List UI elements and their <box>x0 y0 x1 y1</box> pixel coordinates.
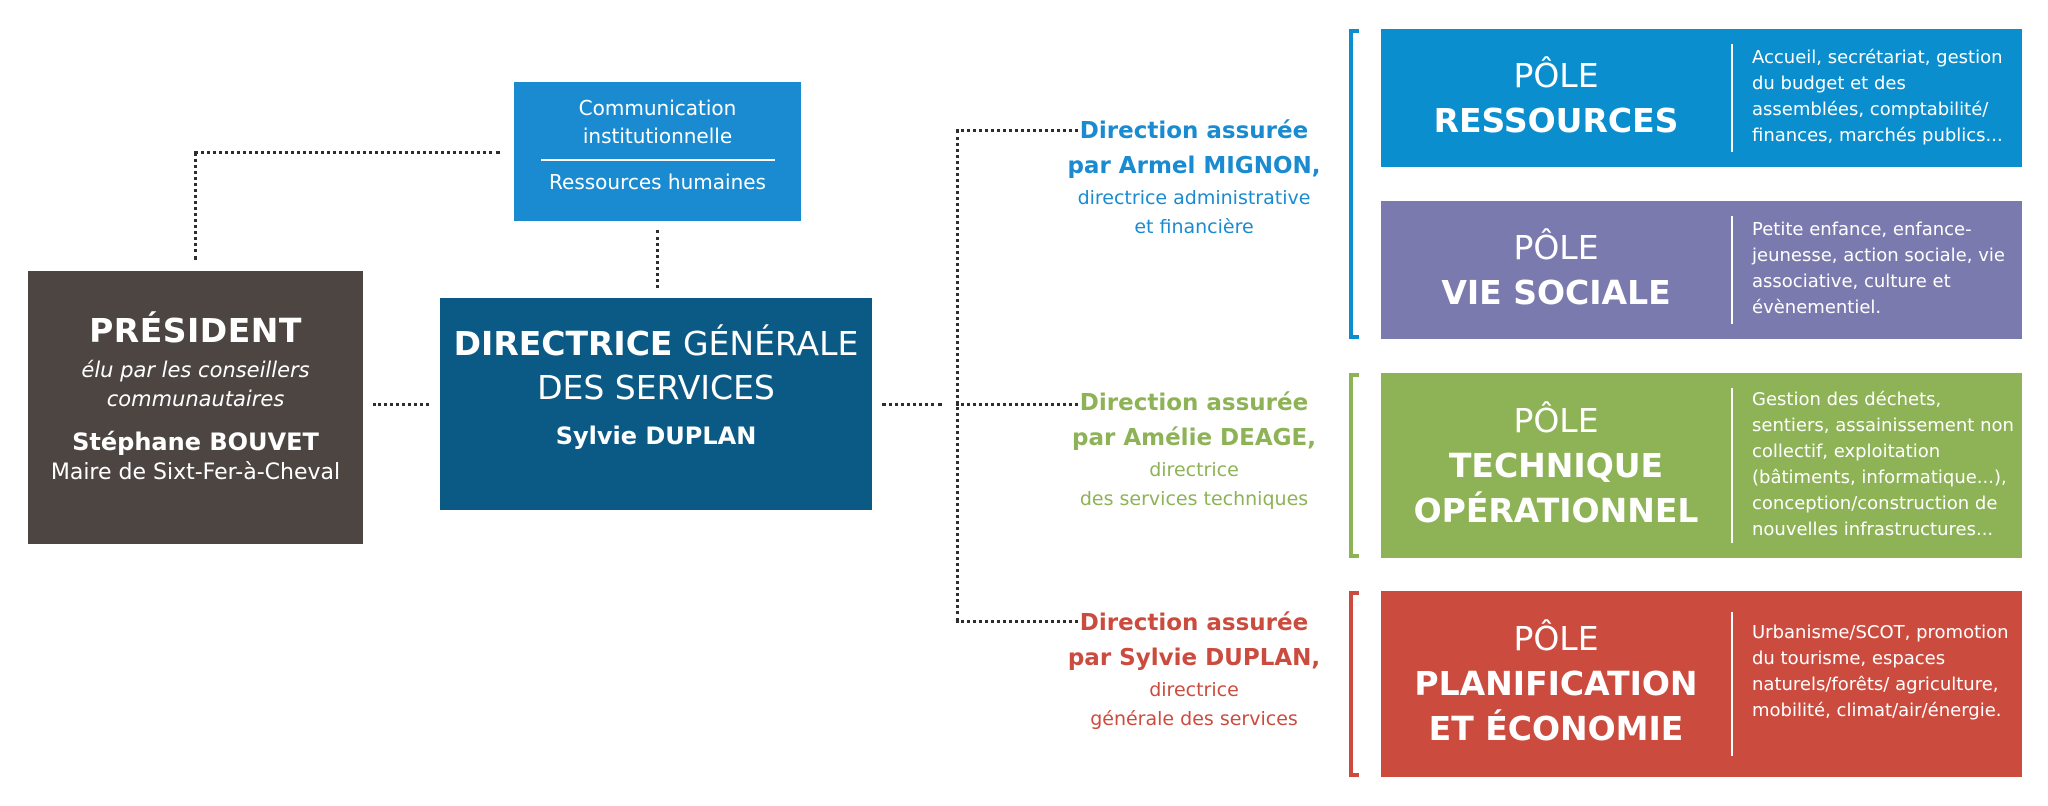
pole-name-2: OPÉRATIONNEL <box>1413 490 1699 530</box>
president-name: Stéphane BOUVET <box>72 428 319 456</box>
pole-name: PLANIFICATION <box>1414 664 1698 703</box>
pole-divider <box>1731 216 1733 324</box>
direction-technique: Direction assurée par Amélie DEAGE, dire… <box>1064 386 1324 514</box>
direction-heading: Direction assurée <box>1079 390 1309 416</box>
direction-role: directrice <box>1149 679 1239 701</box>
pole-keyword: PÔLE <box>1513 55 1599 95</box>
president-role: Maire de Sixt-Fer-à-Cheval <box>50 460 341 485</box>
pole-name-2: ET ÉCONOMIE <box>1428 709 1684 748</box>
connector-dgs-directions <box>882 403 942 406</box>
dgs-title-rest: GÉNÉRALE <box>672 324 859 363</box>
direction-person: par Armel MIGNON, <box>1067 153 1321 179</box>
pole-description: Gestion des déchets, sentiers, assainiss… <box>1752 389 2014 540</box>
connector-president-communication <box>194 151 500 154</box>
dgs-title-line2: DES SERVICES <box>537 368 775 407</box>
direction-role: directrice administrative <box>1077 187 1311 209</box>
dgs-box: DIRECTRICE GÉNÉRALE DES SERVICES Sylvie … <box>440 298 872 510</box>
pole-keyword: PÔLE <box>1513 619 1599 658</box>
dgs-title-bold: DIRECTRICE <box>453 324 673 363</box>
connector-president-dgs <box>373 403 429 406</box>
bracket-technique <box>1349 373 1359 558</box>
dgs-name: Sylvie DUPLAN <box>555 422 757 450</box>
president-title: PRÉSIDENT <box>89 311 302 350</box>
direction-heading: Direction assurée <box>1079 118 1309 144</box>
direction-planification: Direction assurée par Sylvie DUPLAN, dir… <box>1064 606 1324 734</box>
connector-direction-planification <box>956 620 1078 623</box>
pole-name: TECHNIQUE <box>1448 445 1664 485</box>
pole-vie-sociale: PÔLE VIE SOCIALE Petite enfance, enfance… <box>1381 201 2022 339</box>
connector-directions-vertical <box>956 130 959 621</box>
connector-communication-dgs <box>656 230 659 288</box>
bracket-ressources-vie-sociale <box>1349 29 1359 339</box>
pole-divider <box>1731 612 1733 756</box>
pole-name: VIE SOCIALE <box>1441 272 1671 312</box>
pole-keyword: PÔLE <box>1513 400 1599 440</box>
pole-divider <box>1731 44 1733 152</box>
president-box: PRÉSIDENT élu par les conseillers commun… <box>28 271 363 544</box>
direction-role-2: des services techniques <box>1079 488 1309 510</box>
pole-description: Petite enfance, enfance-jeunesse, action… <box>1752 219 2005 318</box>
pole-divider <box>1731 388 1733 543</box>
direction-role-2: et financière <box>1134 216 1254 238</box>
communication-divider <box>540 159 775 161</box>
human-resources-label: Ressources humaines <box>549 170 766 194</box>
direction-role: directrice <box>1149 459 1239 481</box>
pole-keyword: PÔLE <box>1513 227 1599 267</box>
connector-president-vertical <box>194 152 197 260</box>
connector-direction-technique <box>956 403 1078 406</box>
communication-box: Communication institutionnelle Ressource… <box>514 82 801 221</box>
bracket-planification <box>1349 591 1359 777</box>
pole-description: Urbanisme/SCOT, promotion du tourisme, e… <box>1752 622 2009 721</box>
dgs-title: DIRECTRICE GÉNÉRALE <box>440 322 872 366</box>
direction-person: par Sylvie DUPLAN, <box>1067 645 1321 671</box>
communication-label: Communication institutionnelle <box>578 96 737 148</box>
direction-role-2: générale des services <box>1090 708 1298 730</box>
direction-ressources: Direction assurée par Armel MIGNON, dire… <box>1064 114 1324 242</box>
connector-direction-ressources <box>956 129 1078 132</box>
pole-technique: PÔLE TECHNIQUE OPÉRATIONNEL Gestion des … <box>1381 373 2022 558</box>
pole-ressources: PÔLE RESSOURCES Accueil, secrétariat, ge… <box>1381 29 2022 167</box>
direction-heading: Direction assurée <box>1079 610 1309 636</box>
pole-description: Accueil, secrétariat, gestion du budget … <box>1752 47 2003 146</box>
president-subtitle: élu par les conseillers communautaires <box>81 358 310 411</box>
direction-person: par Amélie DEAGE, <box>1071 425 1316 451</box>
pole-name: RESSOURCES <box>1433 100 1679 140</box>
pole-planification: PÔLE PLANIFICATION ET ÉCONOMIE Urbanisme… <box>1381 591 2022 777</box>
